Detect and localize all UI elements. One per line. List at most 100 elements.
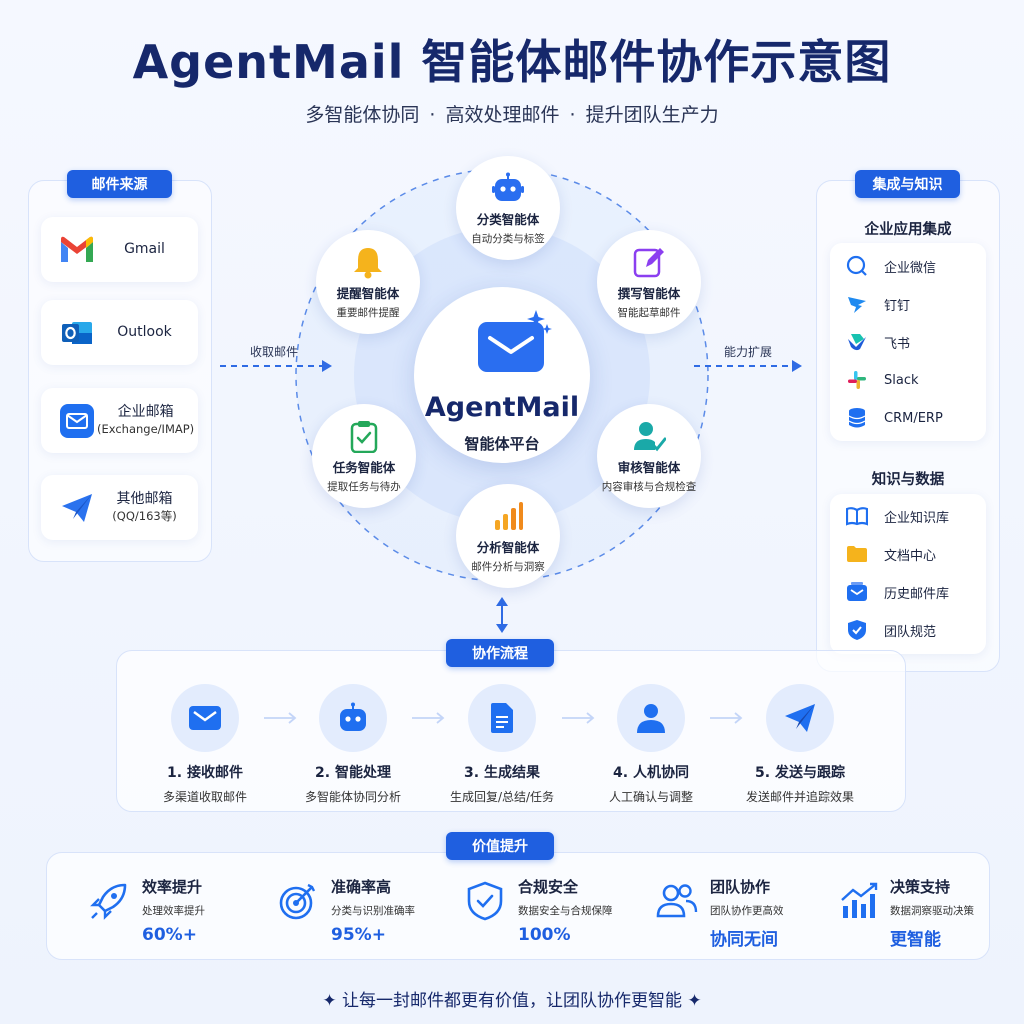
source-label: Gmail: [124, 241, 165, 258]
growth-chart-icon: [836, 878, 882, 924]
app-dingtalk[interactable]: 钉钉: [830, 285, 986, 323]
source-other-mail[interactable]: 其他邮箱 (QQ/163等): [41, 475, 198, 540]
step-desc: 生成回复/总结/任务: [449, 790, 555, 804]
step-label: 4. 人机协同: [613, 765, 689, 781]
value-efficiency: 效率提升 处理效率提升 60%+: [86, 876, 276, 945]
value-accuracy: 准确率高 分类与识别准确率 95%+: [275, 876, 465, 945]
agent-name: 提醒智能体: [336, 285, 400, 301]
agent-reminder[interactable]: 提醒智能体 重要邮件提醒: [316, 230, 420, 334]
app-label: 企业微信: [884, 260, 937, 276]
values-title: 价值提升: [446, 832, 554, 860]
step-label: 2. 智能处理: [315, 765, 391, 781]
source-sub: (Exchange/IMAP): [97, 422, 195, 437]
center-sub: 智能体平台: [464, 435, 540, 453]
source-gmail[interactable]: Gmail: [41, 217, 198, 282]
value-number: 95%+: [331, 925, 386, 945]
agent-desc: 内容审核与合规检查: [601, 480, 697, 493]
knowledge-history-mail[interactable]: 历史邮件库: [830, 573, 986, 611]
flow-title: 协作流程: [446, 639, 554, 667]
mail-sources-title: 邮件来源: [67, 170, 172, 198]
source-outlook[interactable]: Outlook: [41, 300, 198, 365]
knowledge-label: 企业知识库: [884, 510, 950, 526]
shield-icon: [462, 878, 508, 924]
rocket-icon: [86, 878, 132, 924]
knowledge-base[interactable]: 企业知识库: [830, 497, 986, 535]
flow-step-generate: 3. 生成结果 生成回复/总结/任务: [432, 684, 572, 805]
integrations-title: 集成与知识: [855, 170, 960, 198]
gmail-icon: [57, 230, 97, 270]
agent-name: 任务智能体: [332, 459, 396, 475]
value-desc: 数据洞察驱动决策: [890, 905, 974, 917]
user-icon: [617, 684, 685, 752]
step-desc: 发送邮件并追踪效果: [745, 790, 854, 804]
source-label: 企业邮箱: [117, 404, 174, 421]
value-compliance: 合规安全 数据安全与合规保障 100%: [462, 876, 652, 945]
slack-icon: [844, 367, 870, 393]
source-sub: (QQ/163等): [112, 509, 177, 524]
app-slack[interactable]: Slack: [830, 361, 986, 399]
value-title: 决策支持: [890, 878, 951, 896]
outlook-icon: [57, 313, 97, 353]
apps-list: 企业微信 钉钉 飞书 Slack CRM/ERP: [830, 243, 986, 441]
target-icon: [275, 878, 321, 924]
page-title: AgentMail 智能体邮件协作示意图: [132, 35, 892, 89]
app-label: Slack: [884, 372, 919, 388]
edit-icon: [632, 245, 666, 279]
value-desc: 处理效率提升: [142, 905, 205, 917]
agent-analysis[interactable]: 分析智能体 邮件分析与洞察: [456, 484, 560, 588]
values-panel: [46, 852, 990, 960]
knowledge-team-rules[interactable]: 团队规范: [830, 611, 986, 649]
agent-classify[interactable]: 分类智能体 自动分类与标签: [456, 156, 560, 260]
value-desc: 数据安全与合规保障: [518, 905, 613, 917]
robot-icon: [491, 171, 525, 205]
value-title: 合规安全: [518, 878, 579, 896]
flow-step-receive: 1. 接收邮件 多渠道收取邮件: [135, 684, 275, 805]
source-label: 其他邮箱: [116, 491, 173, 508]
mail-archive-icon: [844, 579, 870, 605]
wecom-icon: [844, 253, 870, 279]
source-enterprise-mail[interactable]: 企业邮箱 (Exchange/IMAP): [41, 388, 198, 453]
knowledge-list: 企业知识库 文档中心 历史邮件库 团队规范: [830, 494, 986, 654]
value-teamwork: 团队协作 团队协作更高效 协同无间: [654, 876, 844, 950]
team-icon: [654, 878, 700, 924]
send-icon: [766, 684, 834, 752]
agent-desc: 智能起草邮件: [617, 306, 681, 319]
agent-reviewer[interactable]: 审核智能体 内容审核与合规检查: [597, 404, 701, 508]
app-wecom[interactable]: 企业微信: [830, 247, 986, 285]
value-number: 更智能: [890, 930, 941, 950]
knowledge-docs[interactable]: 文档中心: [830, 535, 986, 573]
flow-step-human: 4. 人机协同 人工确认与调整: [581, 684, 721, 805]
app-feishu[interactable]: 飞书: [830, 323, 986, 361]
value-desc: 团队协作更高效: [710, 905, 784, 917]
clipboard-icon: [347, 419, 381, 453]
center-name: AgentMail: [424, 392, 580, 423]
value-number: 60%+: [142, 925, 197, 945]
step-label: 5. 发送与跟踪: [755, 765, 845, 781]
apps-group-title: 企业应用集成: [864, 222, 952, 238]
step-desc: 多渠道收取邮件: [162, 790, 247, 804]
value-title: 效率提升: [142, 878, 203, 896]
center-mail-icon: [474, 308, 554, 380]
agent-desc: 自动分类与标签: [471, 232, 545, 245]
agent-name: 分类智能体: [476, 211, 540, 227]
agent-task[interactable]: 任务智能体 提取任务与待办: [312, 404, 416, 508]
folder-icon: [844, 541, 870, 567]
shield-check-icon: [844, 617, 870, 643]
center-platform: [414, 287, 590, 463]
bell-icon: [351, 245, 385, 279]
agent-desc: 重要邮件提醒: [336, 306, 400, 319]
agent-name: 审核智能体: [617, 459, 681, 475]
step-label: 3. 生成结果: [464, 765, 540, 781]
knowledge-label: 团队规范: [884, 624, 937, 640]
value-number: 协同无间: [710, 930, 778, 950]
agent-desc: 邮件分析与洞察: [471, 560, 545, 573]
document-icon: [468, 684, 536, 752]
app-crm-erp[interactable]: CRM/ERP: [830, 399, 986, 437]
paper-plane-icon: [57, 488, 97, 528]
agent-name: 撰写智能体: [617, 285, 681, 301]
agent-writer[interactable]: 撰写智能体 智能起草邮件: [597, 230, 701, 334]
agent-desc: 提取任务与待办: [327, 480, 401, 493]
mail-icon: [57, 401, 97, 441]
knowledge-group-title: 知识与数据: [871, 472, 945, 488]
value-decision: 决策支持 数据洞察驱动决策 更智能: [836, 876, 986, 950]
